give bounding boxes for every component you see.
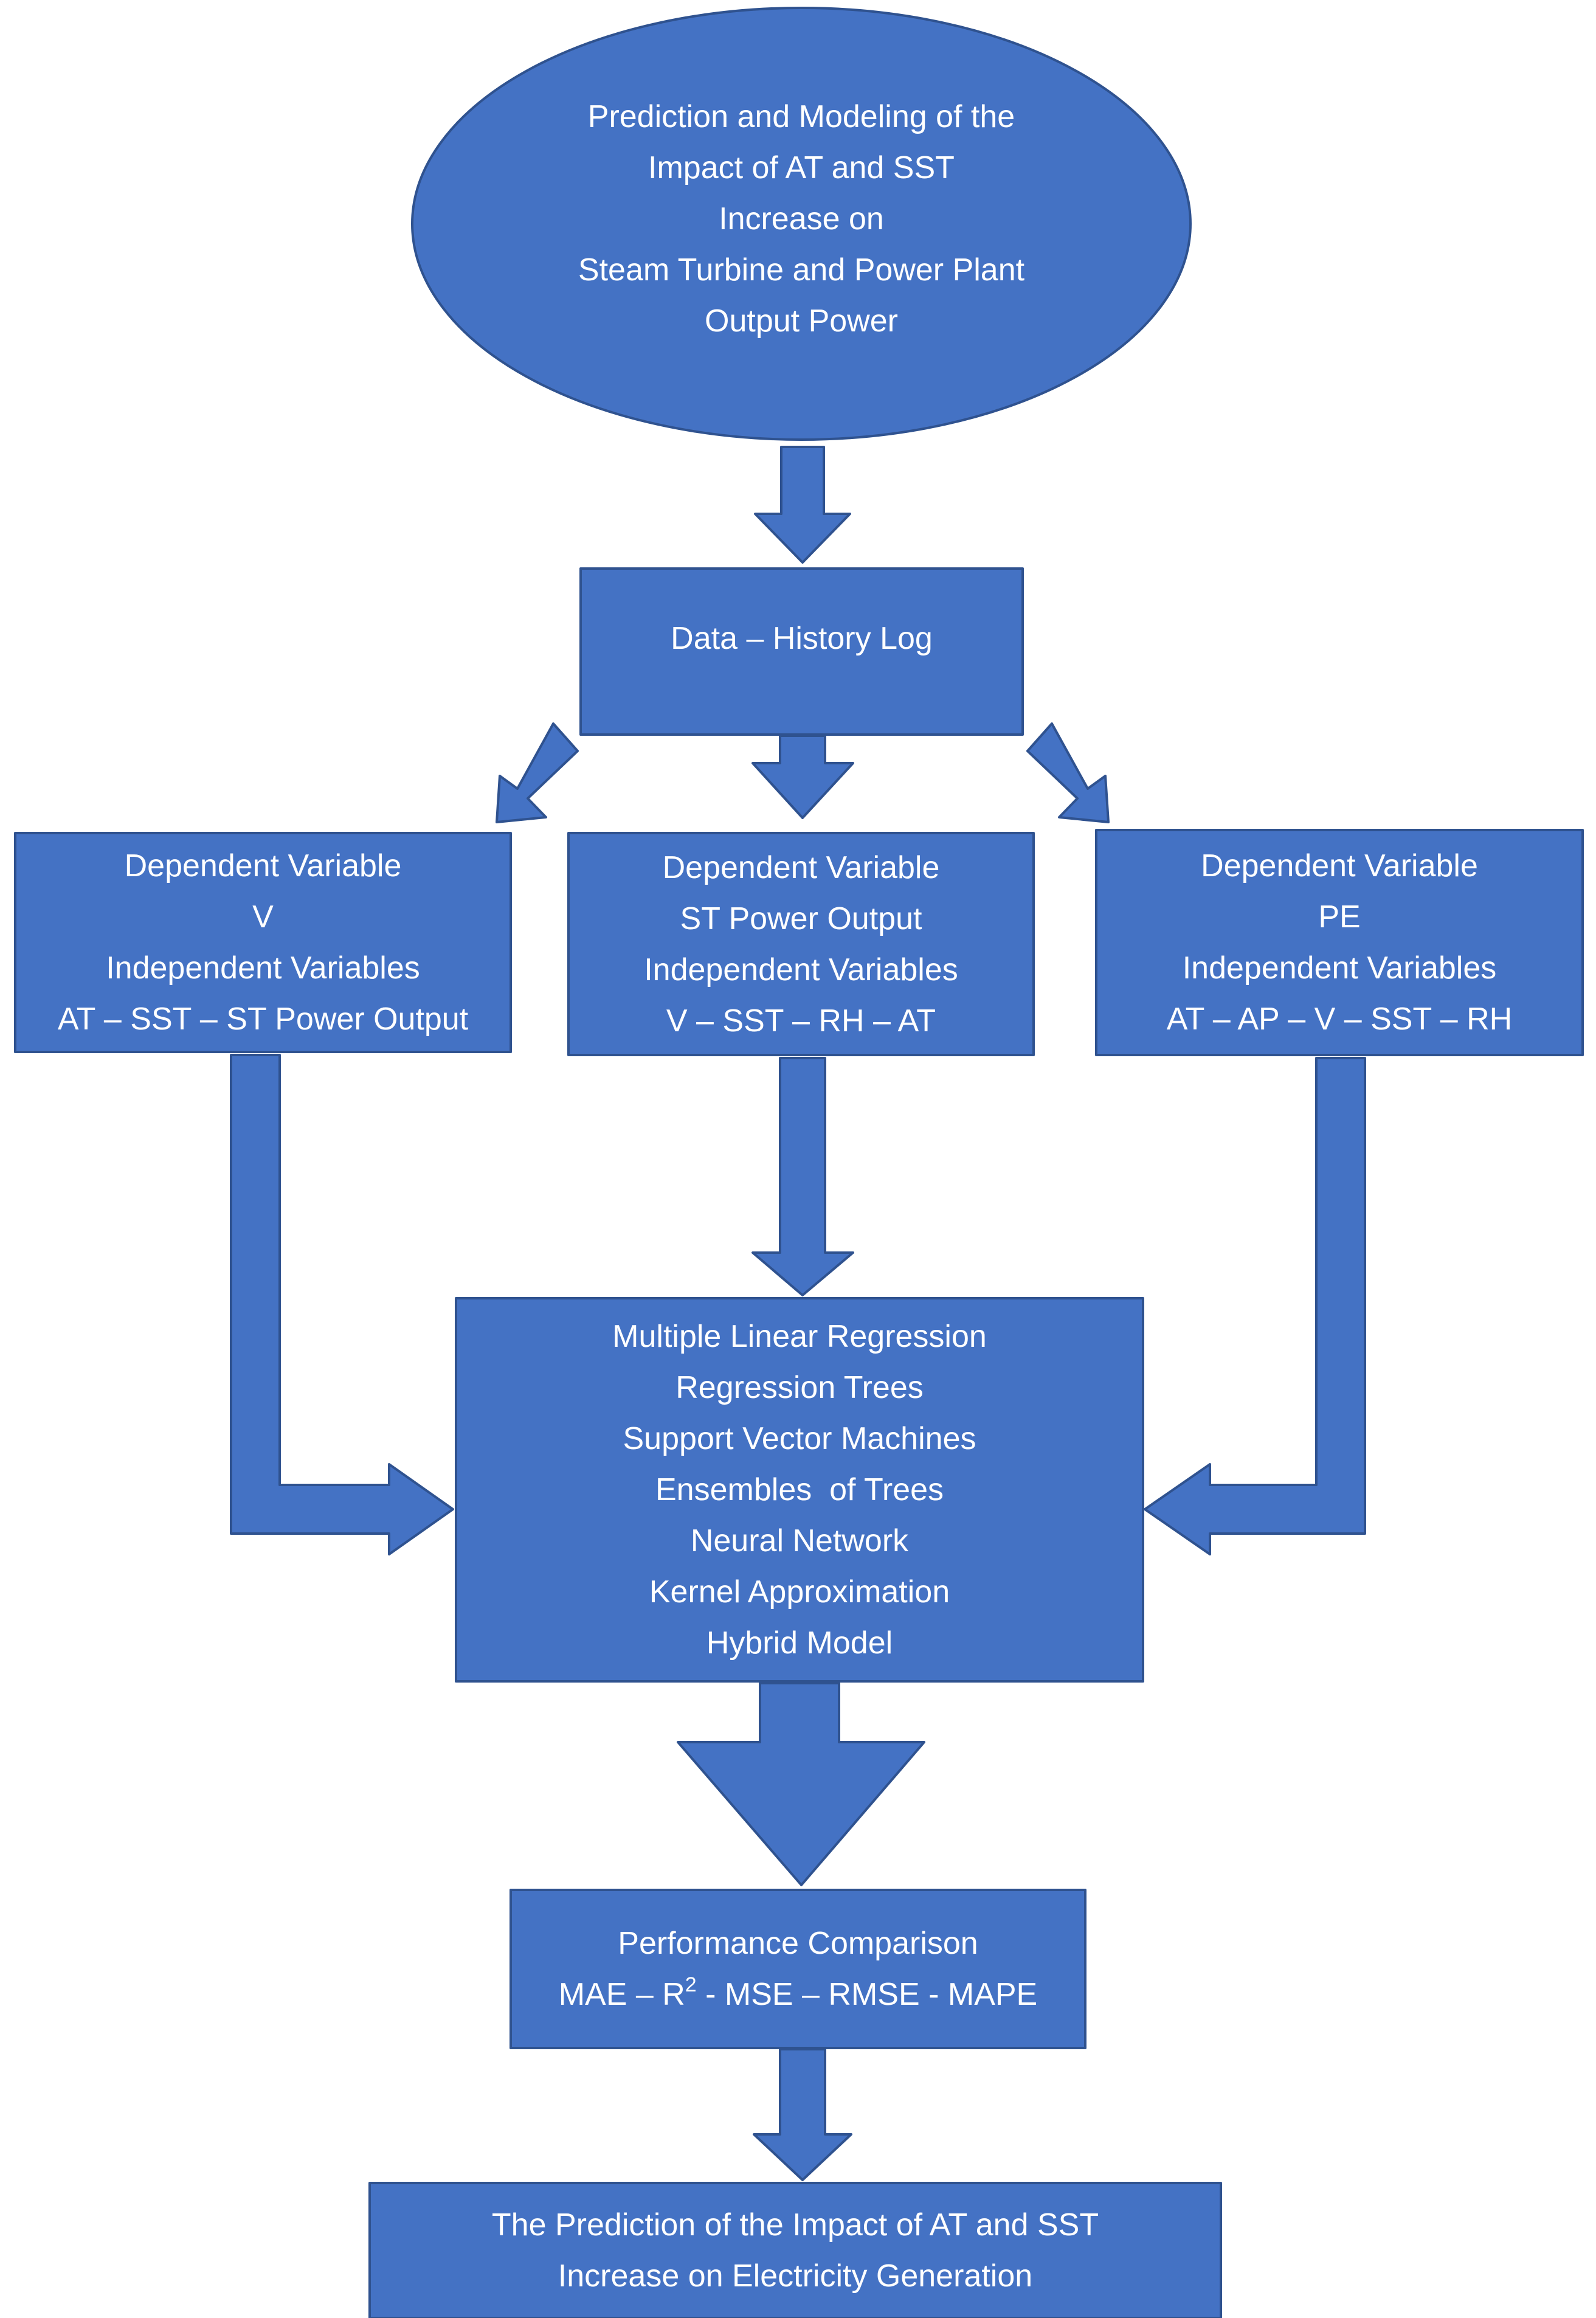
arrow-performance-to-final [753, 2048, 852, 2181]
models-text: Multiple Linear Regression Regression Tr… [456, 1307, 1143, 1672]
metrics-before: MAE – R [558, 1977, 685, 2012]
center-variable-text: Dependent Variable ST Power Output Indep… [568, 833, 1034, 1055]
final-text: The Prediction of the Impact of AT and S… [370, 2183, 1221, 2318]
performance-metrics: MAE – R2 - MSE – RMSE - MAPE [559, 1969, 1038, 2020]
title-line: Increase on [719, 201, 884, 237]
title-line: Output Power [705, 303, 898, 339]
arrow-title-to-data-log [754, 446, 851, 564]
model-item: Ensembles of Trees [655, 1472, 944, 1507]
title-line: Impact of AT and SST [648, 150, 955, 185]
right-variable-box [1095, 829, 1584, 1056]
r-squared-superscript: 2 [685, 1973, 697, 1996]
right-line: AT – AP – V – SST – RH [1166, 1002, 1513, 1037]
model-item: Neural Network [690, 1523, 909, 1559]
final-line: Increase on Electricity Generation [558, 2258, 1033, 2294]
left-variable-box [14, 832, 512, 1053]
model-item: Regression Trees [675, 1370, 924, 1405]
arrow-data-log-to-right-box [1026, 722, 1110, 823]
title-ellipse [411, 7, 1192, 441]
performance-title: Performance Comparison [618, 1926, 978, 1961]
arrow-data-log-to-center-box [751, 735, 854, 819]
left-line: Independent Variables [106, 950, 420, 986]
arrow-center-box-to-models [751, 1057, 854, 1296]
model-item: Multiple Linear Regression [612, 1319, 987, 1354]
right-line: Independent Variables [1182, 950, 1497, 986]
data-log-text: Data – History Log [581, 569, 1023, 708]
arrow-models-to-performance [677, 1682, 925, 1886]
data-log-label: Data – History Log [671, 621, 933, 656]
title-line: Steam Turbine and Power Plant [578, 252, 1025, 288]
final-line: The Prediction of the Impact of AT and S… [491, 2207, 1099, 2243]
metrics-after: - MSE – RMSE - MAPE [696, 1977, 1038, 2012]
right-line: Dependent Variable [1201, 848, 1478, 884]
left-line: AT – SST – ST Power Output [57, 1002, 469, 1037]
performance-text: Performance Comparison MAE – R2 - MSE – … [511, 1890, 1085, 2048]
arrow-right-box-to-models [1144, 1057, 1366, 1555]
center-line: Dependent Variable [662, 849, 940, 885]
left-line: V [252, 899, 274, 935]
center-variable-box [567, 832, 1035, 1056]
center-line: ST Power Output [680, 901, 922, 936]
arrow-left-box-to-models [230, 1054, 454, 1555]
model-item: Support Vector Machines [623, 1421, 976, 1456]
performance-box [510, 1889, 1086, 2049]
data-log-box [579, 567, 1024, 736]
left-variable-text: Dependent Variable V Independent Variabl… [15, 833, 511, 1052]
final-box [368, 2182, 1222, 2318]
models-box [455, 1297, 1144, 1683]
arrow-data-log-to-left-box [496, 722, 579, 823]
model-item: Kernel Approximation [649, 1574, 950, 1610]
model-item: Hybrid Model [706, 1625, 893, 1661]
title-line: Prediction and Modeling of the [587, 99, 1015, 134]
left-line: Dependent Variable [124, 848, 402, 884]
right-line: PE [1318, 899, 1361, 935]
center-line: V – SST – RH – AT [666, 1003, 936, 1039]
center-line: Independent Variables [644, 952, 958, 988]
title-text: Prediction and Modeling of the Impact of… [426, 76, 1177, 362]
right-variable-text: Dependent Variable PE Independent Variab… [1096, 830, 1583, 1055]
